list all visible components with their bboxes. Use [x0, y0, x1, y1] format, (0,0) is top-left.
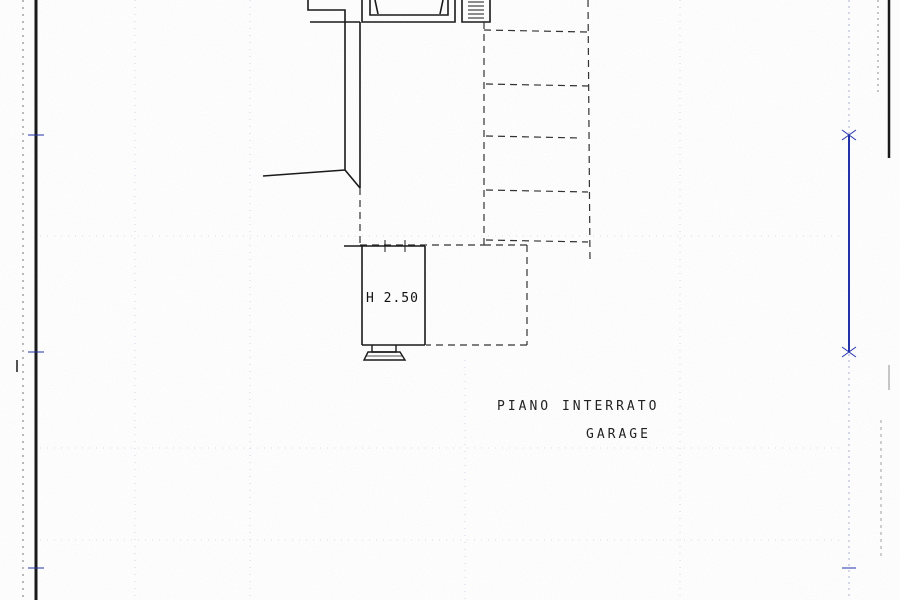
right-dimension-line: [841, 0, 857, 600]
room-height-label: H 2.50: [366, 291, 419, 306]
stair-symbol: [362, 345, 407, 361]
building-walls: [262, 0, 491, 189]
frame-fragment: [877, 0, 891, 560]
left-margin-lines: [16, 0, 44, 600]
level-title: PIANO INTERRATO: [497, 399, 659, 414]
faint-grid: [40, 0, 840, 600]
underground-outline: [359, 0, 591, 346]
level-subtitle: GARAGE: [586, 427, 651, 442]
